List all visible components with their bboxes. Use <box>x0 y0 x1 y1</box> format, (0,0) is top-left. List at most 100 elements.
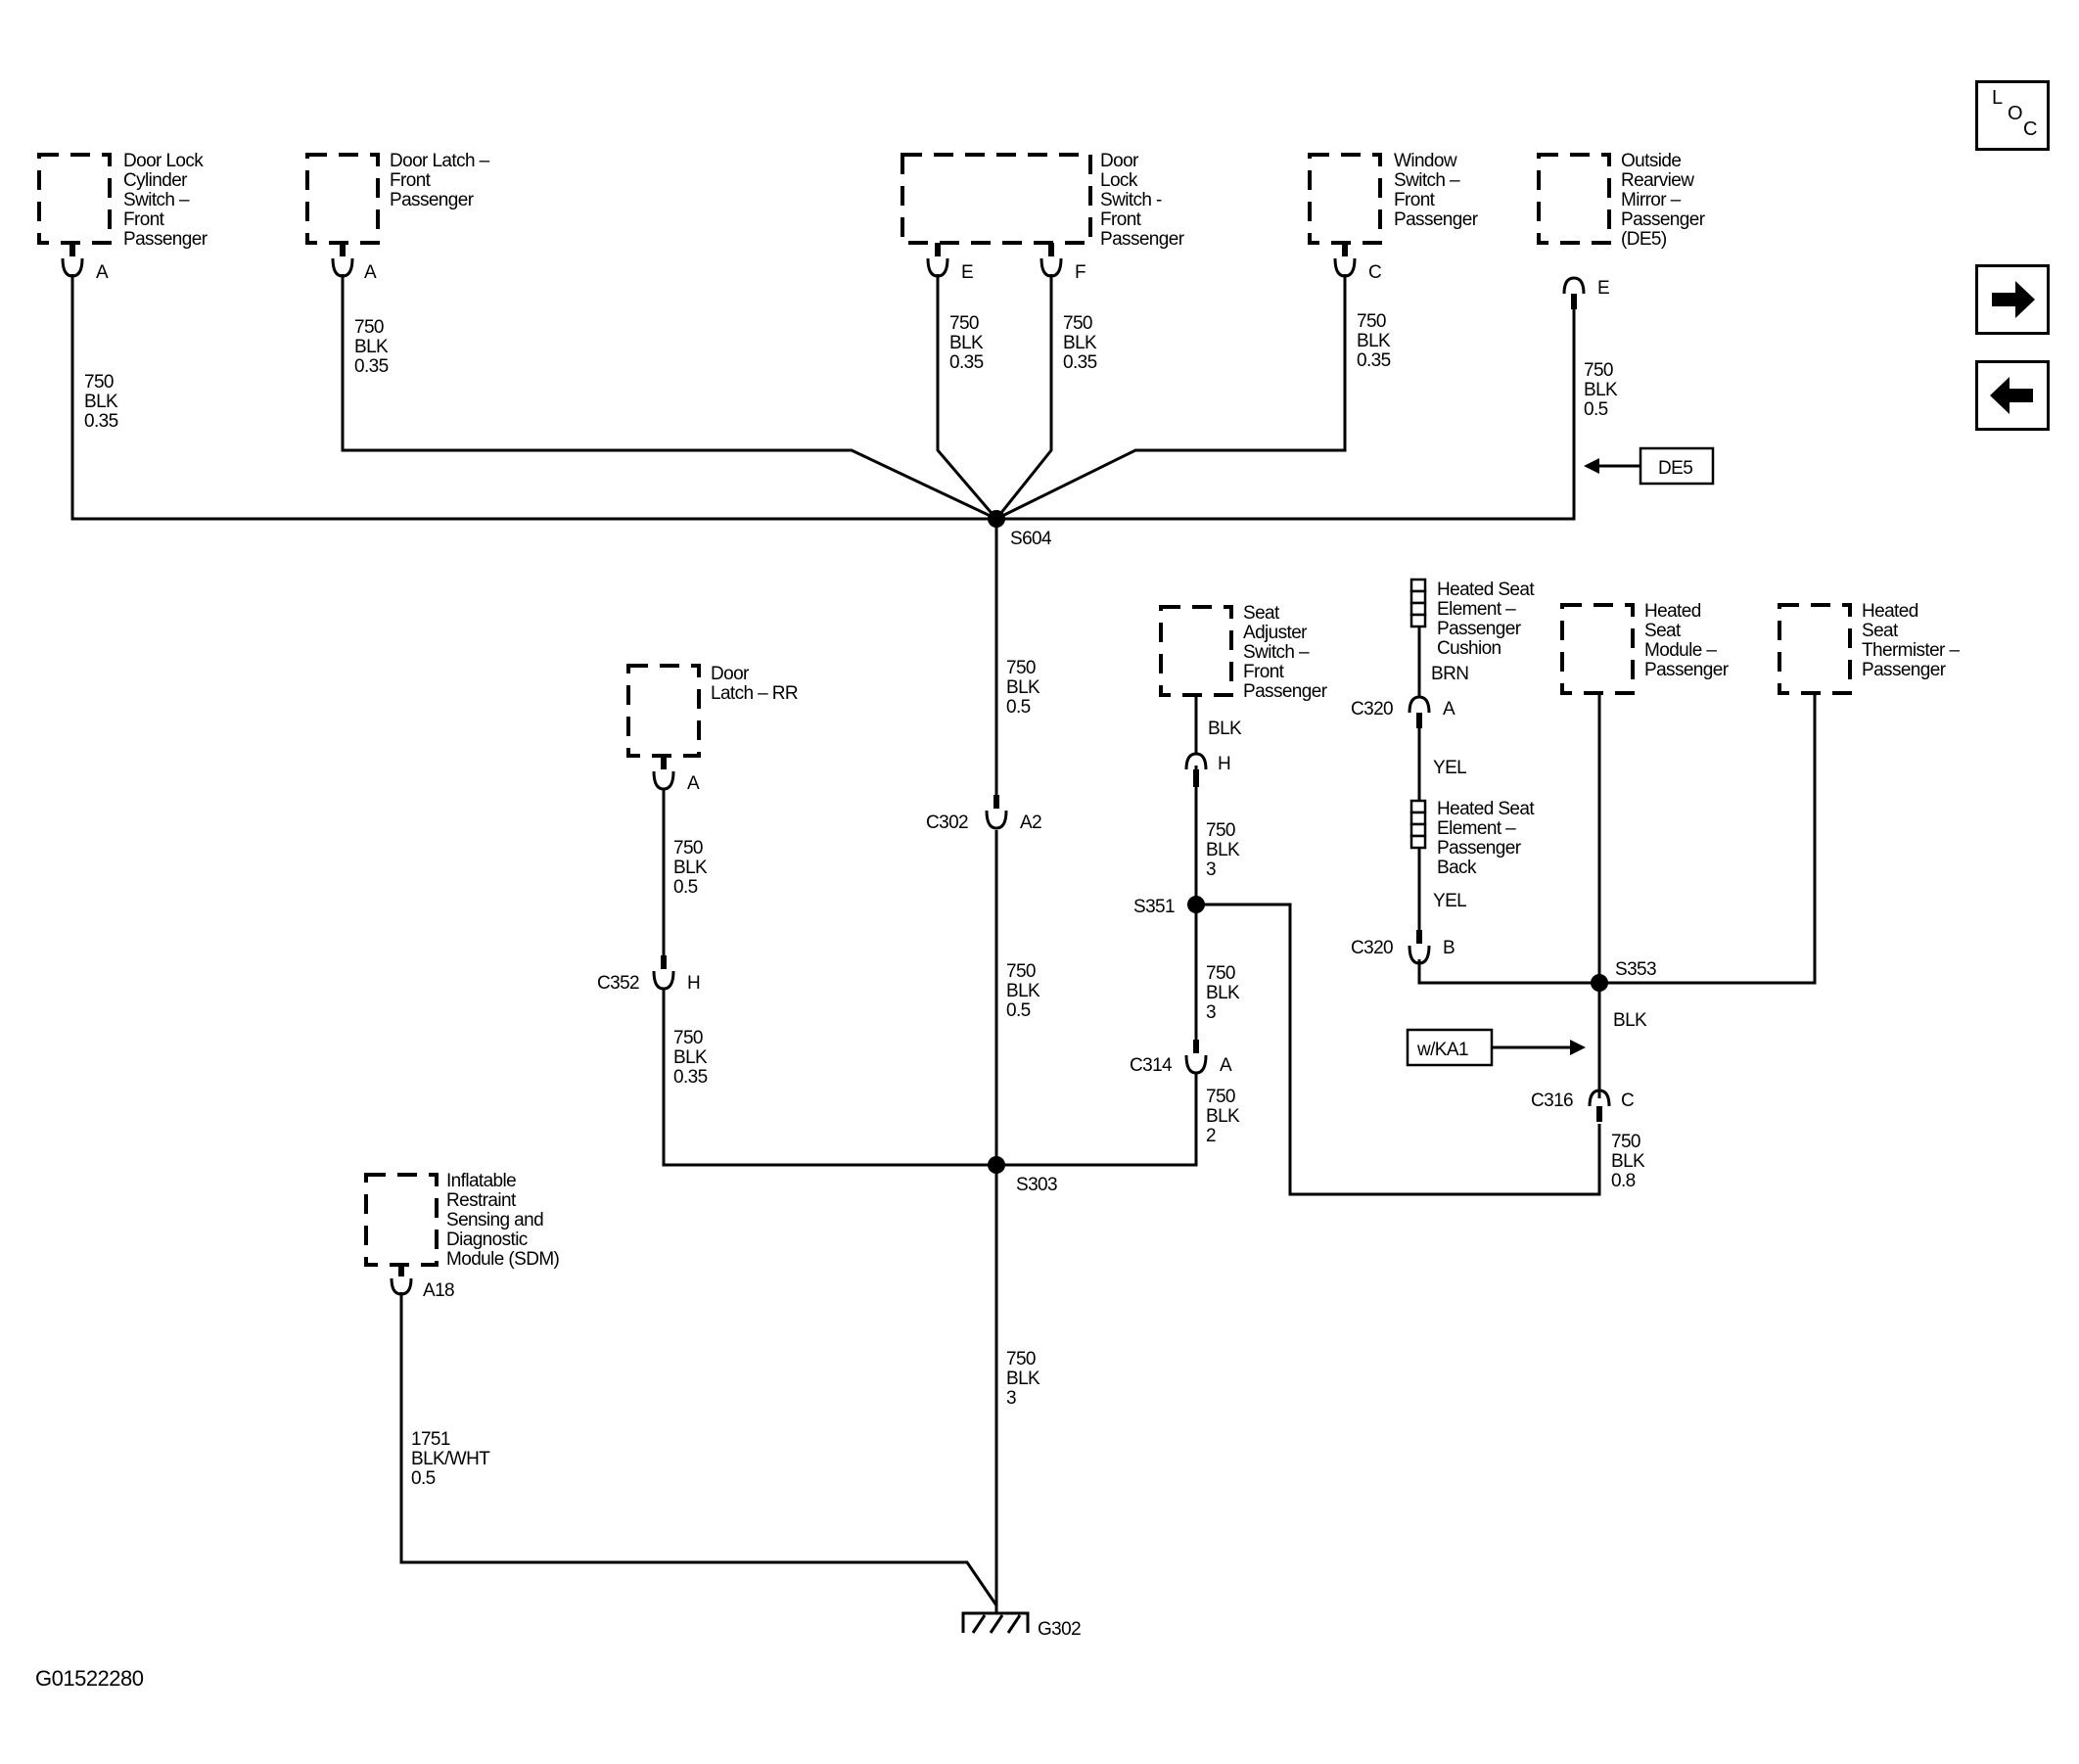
window-switch-front-passenger-box <box>1308 153 1382 245</box>
splice-s604-dot <box>988 510 1005 528</box>
wire-s351-c316 <box>1196 903 1601 1196</box>
pin-label-c320-a: A <box>1443 699 1455 720</box>
loc-letter-c: C <box>2023 118 2038 140</box>
wire-c314-s303 <box>996 1073 1198 1167</box>
wire-sdm-ground <box>399 1292 998 1606</box>
connector-c320a-symbol <box>1408 695 1431 728</box>
pin-mirror <box>1562 276 1586 309</box>
label-window-switch-front-passenger: Window Switch – Front Passenger <box>1394 151 1479 230</box>
wire-label-yel-2: YEL <box>1433 891 1466 911</box>
label-door-lock-switch-front-passenger: Door Lock Switch - Front Passenger <box>1100 151 1185 250</box>
wire-window-switch <box>995 274 1347 521</box>
connector-c302-symbol <box>985 795 1008 830</box>
splice-s353-label: S353 <box>1615 959 1656 980</box>
label-heated-seat-thermister: Heated Seat Thermister – Passenger <box>1862 601 1964 680</box>
label-door-lock-cylinder-switch: Door Lock Cylinder Switch – Front Passen… <box>123 151 208 250</box>
pin-lock-switch-f <box>1040 243 1063 278</box>
door-latch-front-passenger-box <box>305 153 380 245</box>
pin-door-latch-rr <box>652 756 675 791</box>
door-lock-switch-front-passenger-box <box>901 153 1092 245</box>
tag-de5[interactable]: DE5 <box>1584 446 1715 486</box>
wire-label-w3: 750 BLK 0.35 <box>949 313 988 373</box>
next-page-button[interactable] <box>1975 264 2050 335</box>
splice-s351-dot <box>1187 896 1205 913</box>
label-door-latch-front-passenger: Door Latch – Front Passenger <box>390 151 493 210</box>
pin-sdm <box>390 1265 413 1296</box>
wire-thermister-s353 <box>1599 693 1817 985</box>
heated-seat-cushion-element <box>1409 578 1427 638</box>
tag-wka1[interactable]: w/KA1 <box>1406 1028 1586 1067</box>
pin-label-c320-b: B <box>1443 938 1455 958</box>
splice-s351-label: S351 <box>1133 897 1175 917</box>
pin-window-switch <box>1333 243 1357 278</box>
wire-label-w6: 750 BLK 0.5 <box>1584 360 1622 420</box>
outside-mirror-passenger-box <box>1537 153 1611 245</box>
splice-s353-dot <box>1591 974 1608 992</box>
wire-label-w13: 750 BLK 2 <box>1206 1087 1244 1146</box>
heated-seat-module-box <box>1560 603 1635 695</box>
pin-door-latch-fp <box>331 243 354 278</box>
label-heated-seat-back: Heated Seat Element – Passenger Back <box>1437 799 1539 878</box>
wire-lock-switch-e <box>936 274 998 520</box>
loc-letter-l: L <box>1992 87 2004 109</box>
door-latch-rr-box <box>626 664 701 758</box>
wire-c320b-s353 <box>1417 959 1599 985</box>
heated-seat-thermister-box <box>1778 603 1852 695</box>
pin-label-door-lock-cyl: A <box>96 262 109 283</box>
wire-mirror <box>996 300 1576 521</box>
wire-label-seat-adjuster-blk: BLK <box>1208 719 1242 739</box>
wire-label-w16: 1751 BLK/WHT 0.5 <box>411 1429 494 1489</box>
label-seat-adjuster-switch: Seat Adjuster Switch – Front Passenger <box>1243 603 1328 702</box>
pin-door-lock-cyl <box>61 243 84 278</box>
pin-lock-switch-e <box>926 243 949 278</box>
wire-label-w5: 750 BLK 0.35 <box>1357 311 1395 371</box>
pin-label-seat-adjuster: H <box>1218 754 1230 774</box>
wire-label-w9: 750 BLK 0.5 <box>1006 961 1044 1021</box>
door-lock-cylinder-switch-box <box>37 153 112 245</box>
wire-label-w12: 750 BLK 3 <box>1206 963 1244 1023</box>
ground-g302-symbol <box>961 1611 1030 1634</box>
arrow-right-icon <box>1992 281 2035 318</box>
pin-label-sdm: A18 <box>423 1280 454 1301</box>
pin-label-mirror: E <box>1597 278 1609 299</box>
sdm-box <box>364 1173 439 1267</box>
wire-door-latch-fp <box>341 274 997 521</box>
connector-c314-label: C314 <box>1130 1055 1173 1076</box>
pin-label-lock-switch-f: F <box>1075 262 1086 283</box>
tag-wka1-label: w/KA1 <box>1416 1040 1468 1060</box>
connector-c316-symbol <box>1588 1089 1611 1122</box>
location-button[interactable]: L O C <box>1975 80 2050 151</box>
connector-c302-label: C302 <box>926 812 968 833</box>
connector-c316-label: C316 <box>1531 1091 1573 1111</box>
wire-lock-switch-f <box>994 274 1053 520</box>
pin-label-c302: A2 <box>1020 812 1041 833</box>
connector-c314-symbol <box>1184 1040 1208 1075</box>
pin-label-lock-switch-e: E <box>961 262 973 283</box>
figure-id: G01522280 <box>35 1666 144 1691</box>
pin-label-c352: H <box>687 973 700 994</box>
seat-adjuster-switch-box <box>1159 605 1233 697</box>
wire-label-w14: 750 BLK 3 <box>1006 1349 1044 1409</box>
wire-door-lock-cylinder <box>70 274 996 521</box>
splice-s303-dot <box>988 1156 1005 1174</box>
wire-label-w1: 750 BLK 0.35 <box>84 372 122 432</box>
wire-label-yel-1: YEL <box>1433 758 1466 778</box>
arrow-left-icon <box>1990 377 2033 414</box>
pin-label-c316: C <box>1621 1091 1634 1111</box>
tag-de5-label: DE5 <box>1658 458 1692 479</box>
connector-c320a-label: C320 <box>1351 699 1393 720</box>
wire-label-w11: 750 BLK 3 <box>1206 820 1244 880</box>
pin-label-door-latch-fp: A <box>364 262 377 283</box>
label-heated-seat-module: Heated Seat Module – Passenger <box>1644 601 1730 680</box>
connector-c320b-label: C320 <box>1351 938 1393 958</box>
splice-s303-label: S303 <box>1016 1175 1057 1195</box>
wire-label-w7: 750 BLK 0.5 <box>1006 658 1044 718</box>
pin-label-window-switch: C <box>1368 262 1381 283</box>
wire-label-cushion-brn: BRN <box>1431 664 1468 684</box>
wire-label-module-blk: BLK <box>1613 1010 1647 1031</box>
heated-seat-back-element <box>1409 799 1427 856</box>
wire-label-w4: 750 BLK 0.35 <box>1063 313 1101 373</box>
label-sdm: Inflatable Restraint Sensing and Diagnos… <box>446 1171 560 1270</box>
previous-page-button[interactable] <box>1975 360 2050 431</box>
